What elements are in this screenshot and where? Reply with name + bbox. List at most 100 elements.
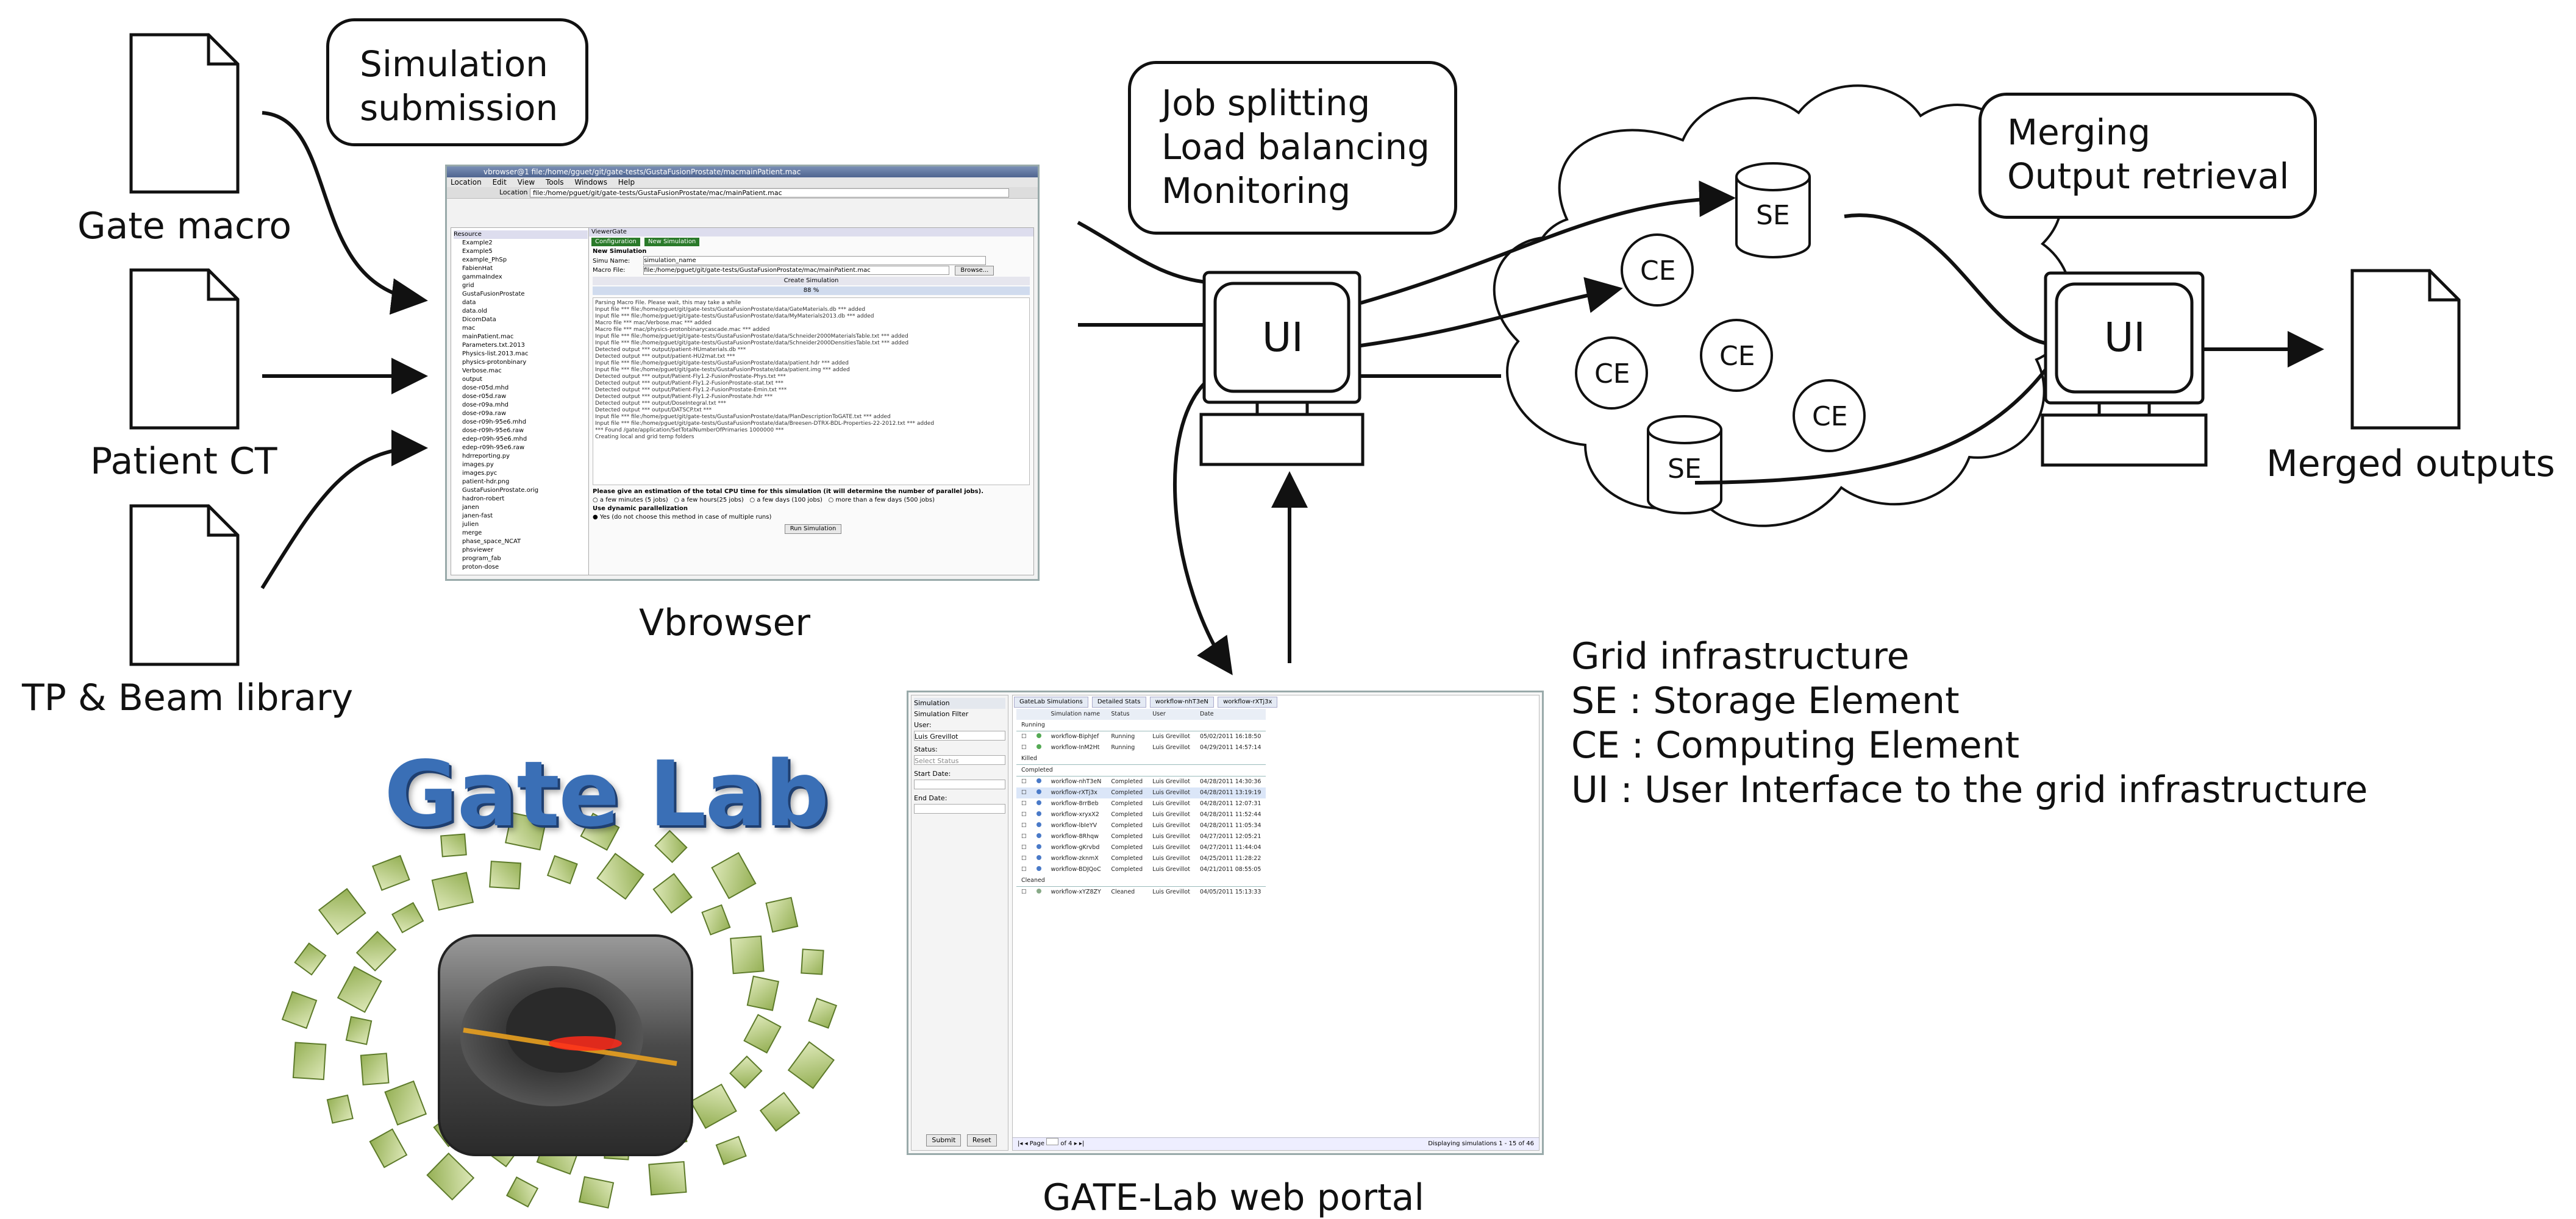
tree-item[interactable]: images.py (462, 461, 494, 468)
tree-item[interactable]: dose-r09h-95e6.mhd (462, 419, 527, 425)
tree-item[interactable]: images.pyc (462, 470, 498, 477)
tree-item[interactable]: dose-r05d.raw (462, 393, 507, 400)
estimate-option-more[interactable]: ○ more than a few days (500 jobs) (828, 497, 935, 503)
tree-item[interactable]: dose-r09a.mhd (462, 402, 509, 408)
row-checkbox[interactable]: ☐ (1021, 733, 1027, 740)
tree-item[interactable]: dose-r09h-95e6.raw (462, 427, 524, 434)
tree-item[interactable]: mainPatient.mac (462, 333, 514, 340)
estimate-option-hours[interactable]: ○ a few hours(25 jobs) (674, 497, 744, 503)
tree-item[interactable]: janen-fast (462, 513, 493, 519)
status-filter-select[interactable]: Select Status (914, 755, 1005, 765)
browse-button[interactable]: Browse... (955, 266, 994, 275)
row-checkbox[interactable]: ☐ (1021, 833, 1027, 840)
col-user[interactable]: User (1147, 709, 1195, 720)
tree-item[interactable]: GustaFusionProstate (462, 291, 525, 297)
row-checkbox[interactable]: ☐ (1021, 889, 1027, 895)
row-checkbox[interactable]: ☐ (1021, 789, 1027, 796)
submit-button[interactable]: Submit (926, 1134, 962, 1146)
col-simulation-name[interactable]: Simulation name (1046, 709, 1107, 720)
menu-tools[interactable]: Tools (545, 178, 564, 187)
tree-item[interactable]: Verbose.mac (462, 368, 502, 374)
tree-item[interactable]: mac (462, 325, 476, 332)
row-checkbox[interactable]: ☐ (1021, 844, 1027, 851)
row-checkbox[interactable]: ☐ (1021, 811, 1027, 818)
tab-workflow-nht3en[interactable]: workflow-nhT3eN (1149, 697, 1214, 708)
tree-item[interactable]: data.old (462, 308, 487, 315)
tree-item[interactable]: phase_space_NCAT (462, 538, 521, 545)
tree-item[interactable]: proton-dose (462, 564, 499, 570)
pager-nav-icons[interactable]: |◂ ◂ (1018, 1140, 1030, 1147)
simu-name-input[interactable]: simulation_name (643, 256, 987, 265)
tree-item[interactable]: Example2 (462, 240, 493, 246)
create-simulation-button[interactable]: Create Simulation (593, 277, 1030, 285)
col-date[interactable]: Date (1194, 709, 1266, 720)
tree-item[interactable]: physics-protonbinary (462, 359, 527, 366)
tab-configuration[interactable]: Configuration (591, 238, 640, 246)
menu-edit[interactable]: Edit (492, 178, 507, 187)
tab-gatelab-simulations[interactable]: GateLab Simulations (1014, 697, 1088, 708)
start-date-input[interactable] (914, 780, 1005, 789)
row-checkbox[interactable]: ☐ (1021, 778, 1027, 785)
menu-location[interactable]: Location (451, 178, 482, 187)
tree-item[interactable]: Parameters.txt.2013 (462, 342, 525, 349)
tree-item[interactable]: grid (462, 282, 474, 289)
tree-item[interactable]: phsviewer (462, 547, 494, 553)
tab-new-simulation[interactable]: New Simulation (644, 238, 700, 246)
tree-item[interactable]: program_fab (462, 555, 501, 562)
group-row[interactable]: Completed (1016, 764, 1266, 777)
location-input[interactable]: file:/home/pguet/git/gate-tests/GustaFus… (530, 188, 1010, 197)
tree-item[interactable]: edep-r09h-95e6.raw (462, 444, 525, 451)
pager-input[interactable] (1046, 1138, 1059, 1145)
estimate-option-minutes[interactable]: ○ a few minutes (5 jobs) (593, 497, 668, 503)
tab-detailed-stats[interactable]: Detailed Stats (1091, 697, 1146, 708)
menu-help[interactable]: Help (618, 178, 635, 187)
tree-item[interactable]: Physics-list.2013.mac (462, 350, 529, 357)
run-simulation-button[interactable]: Run Simulation (784, 524, 842, 534)
row-checkbox[interactable]: ☐ (1021, 744, 1027, 751)
menu-view[interactable]: View (517, 178, 535, 187)
resource-tab[interactable]: Resource (454, 230, 588, 239)
col-status[interactable]: Status (1106, 709, 1148, 720)
tab-workflow-rxtj3x[interactable]: workflow-rXTj3x (1218, 697, 1278, 708)
tree-item[interactable]: hdrreporting.py (462, 453, 510, 460)
tree-item[interactable]: edep-r09h-95e6.mhd (462, 436, 527, 442)
row-checkbox[interactable]: ☐ (1021, 822, 1027, 829)
tree-item[interactable]: janen (462, 504, 479, 511)
tree-item[interactable]: output (462, 376, 482, 383)
group-row[interactable]: Running (1016, 720, 1266, 731)
tree-item[interactable]: data (462, 299, 476, 306)
group-row[interactable]: Cleaned (1016, 875, 1266, 887)
user-filter-select[interactable]: Luis Grevillot (914, 731, 1005, 741)
tree-item[interactable]: FabienHat (462, 265, 493, 272)
tree-item[interactable]: gammaIndex (462, 274, 502, 280)
viewergate-tab[interactable]: ViewerGate (589, 228, 1033, 236)
group-row[interactable]: Killed (1016, 753, 1266, 765)
tree-item[interactable]: DicomData (462, 316, 496, 323)
tree-item[interactable]: hadron-robert (462, 496, 505, 502)
estimate-option-days[interactable]: ○ a few days (100 jobs) (749, 497, 822, 503)
end-date-input[interactable] (914, 804, 1005, 814)
row-checkbox[interactable]: ☐ (1021, 866, 1027, 873)
tree-item[interactable]: dose-r05d.mhd (462, 385, 509, 391)
reset-button[interactable]: Reset (966, 1134, 997, 1146)
tree-item[interactable]: GustaFusionProstate.orig (462, 487, 539, 494)
menu-windows[interactable]: Windows (574, 178, 607, 187)
row-checkbox[interactable]: ☐ (1021, 855, 1027, 862)
row-checkbox[interactable]: ☐ (1021, 800, 1027, 807)
dynamic-parallelization-option[interactable]: ● Yes (do not choose this method in case… (593, 514, 772, 521)
tree-item[interactable]: dose-r09a.raw (462, 410, 506, 417)
pager-next-icons[interactable]: ▸ ▸| (1074, 1140, 1085, 1147)
tree-item[interactable]: patient-hdr.png (462, 478, 510, 485)
tree-item[interactable]: example_PhSp (462, 257, 507, 263)
